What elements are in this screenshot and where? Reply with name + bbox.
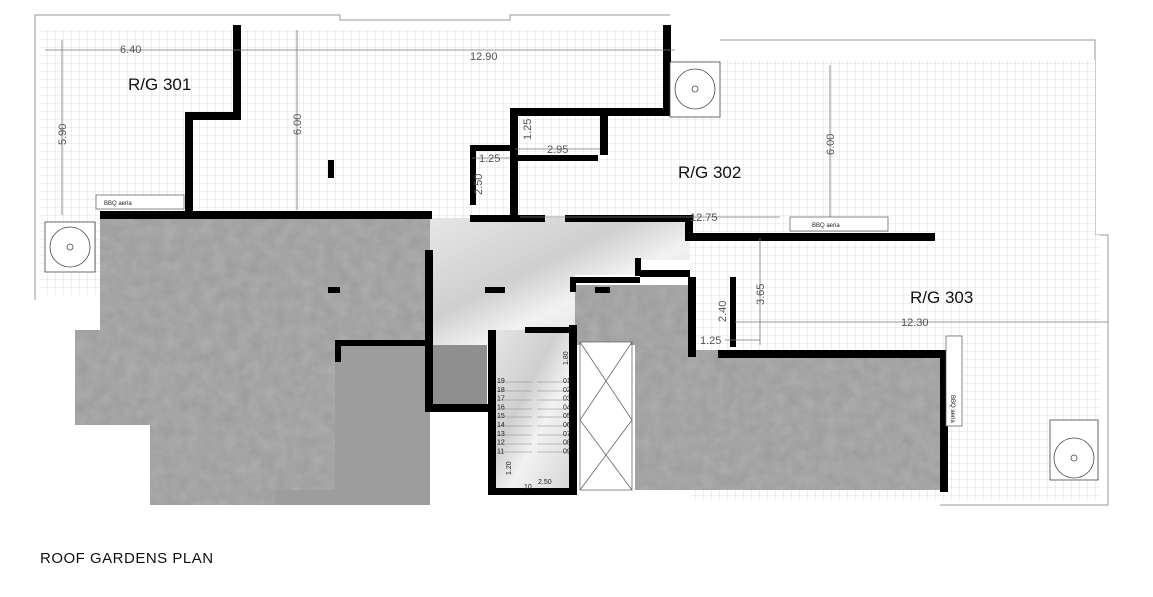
stair-step-number: 14	[497, 422, 505, 429]
stair-step-number: 02	[563, 387, 571, 394]
stair-step-number: 08	[563, 440, 571, 447]
dim-label: 1.25	[700, 335, 721, 347]
stair-step-number: 15	[497, 413, 505, 420]
garden-rg302	[515, 60, 1095, 238]
bbq-label: BBQ aeria	[104, 201, 132, 207]
dim-label: 6.00	[825, 134, 837, 155]
dim-label: 2.50	[473, 174, 485, 195]
bbq-counter-303: BBQ aeria	[945, 335, 963, 427]
dim-label: 3.65	[755, 284, 767, 305]
dimension-lines	[45, 30, 1108, 345]
stair-step-number: 11	[497, 448, 504, 455]
dim-label: 2.50	[538, 479, 552, 486]
stair-step-number: 18	[497, 387, 505, 394]
stair-well	[490, 330, 575, 495]
concrete-roof-left	[75, 218, 430, 505]
dim-label: 1.80	[563, 351, 570, 365]
plan-title: ROOF GARDENS PLAN	[40, 550, 214, 567]
concrete-roof-right	[575, 285, 940, 490]
parapet-outline	[34, 14, 670, 300]
dim-label: 12.75	[690, 212, 718, 224]
stair-step-number: 07	[563, 431, 571, 438]
unit-label-rg303: R/G 303	[910, 288, 973, 307]
stair-step-number: 03	[563, 396, 571, 403]
bbq-counter-301: BBQ aeria	[95, 194, 185, 210]
stair-step-number: 06	[563, 422, 571, 429]
parapet-outline-right	[720, 39, 1109, 506]
dim-label: 2.40	[717, 301, 729, 322]
dim-label: 12.30	[901, 317, 929, 329]
dim-label: 5.90	[57, 124, 69, 145]
stair-step-number: 04	[563, 404, 571, 411]
marble-lobby	[430, 218, 690, 345]
elevator-shaft	[432, 345, 487, 405]
stair-step-number: 01	[563, 378, 571, 385]
stair-step-number: 16	[497, 404, 505, 411]
bbq-counter-302: BBQ aeria	[789, 216, 889, 232]
stair-step-number: 05	[563, 413, 571, 420]
dim-label: 1.25	[522, 119, 534, 140]
stair-step-number: 19	[497, 378, 505, 385]
bbq-label: BBQ aeria	[949, 395, 955, 423]
dim-label: 1.20	[506, 461, 513, 475]
stair-step-number: 17	[497, 396, 505, 403]
dim-label: 6.00	[292, 114, 304, 135]
stair-step-number: 12	[497, 440, 505, 447]
unit-label-rg301: R/G 301	[128, 75, 191, 94]
bbq-label: BBQ aeria	[812, 223, 840, 229]
walls	[100, 25, 948, 495]
dim-label: 1.25	[479, 153, 500, 165]
dim-label: 6.40	[120, 44, 141, 56]
spiral-stair-icon	[44, 61, 1099, 481]
stair-step-number: 09	[563, 448, 571, 455]
unit-label-rg302: R/G 302	[678, 163, 741, 182]
dim-label: 2.95	[547, 144, 568, 156]
stair-step-number: 13	[497, 431, 505, 438]
dim-label: 12.90	[470, 51, 498, 63]
void-shaft	[579, 341, 633, 491]
stair-treads	[497, 381, 568, 453]
stair-step-number: 10	[524, 484, 532, 491]
